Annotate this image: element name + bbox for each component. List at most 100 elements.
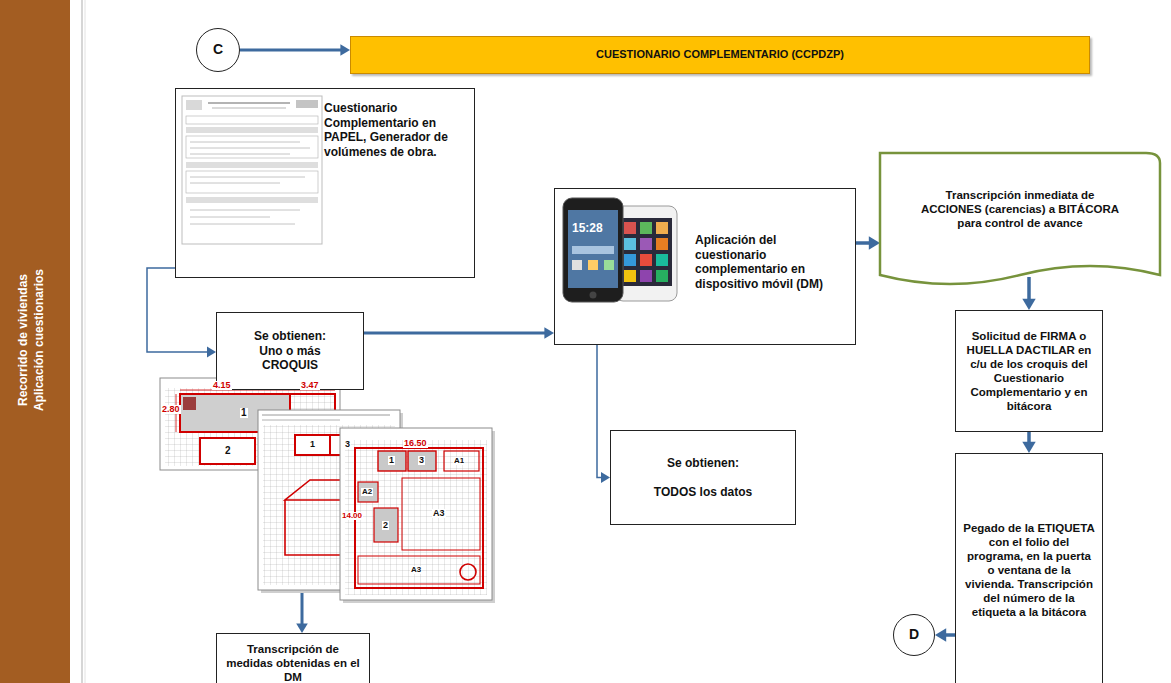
header-line — [262, 415, 390, 416]
side-band: Recorrido de viviendasAplicación cuestio… — [0, 0, 70, 683]
room-fill — [374, 508, 398, 542]
form-line — [190, 224, 295, 225]
connector-arrow — [240, 44, 350, 56]
widget — [604, 260, 614, 270]
sketch-label: 15:28 — [571, 222, 604, 234]
node-text: Transcripción inmediata de ACCIONES (car… — [920, 188, 1120, 230]
connector-circle: D — [893, 614, 935, 656]
text-group: Cuestionario Complementario en PAPEL, Ge… — [324, 101, 470, 160]
arrow-head — [601, 472, 610, 483]
form-line — [190, 148, 310, 149]
arrow-head — [544, 327, 554, 339]
text-group: Transcripción de medidas obtenidas en el… — [223, 642, 363, 683]
app-icon — [640, 254, 652, 266]
connector-arrow — [364, 327, 554, 339]
form-line — [190, 177, 305, 178]
app-icon — [624, 270, 636, 282]
phone-body — [615, 206, 677, 301]
arrow-head — [1022, 442, 1035, 453]
area-outline — [402, 478, 480, 550]
room-outline — [200, 438, 255, 464]
app-icon — [624, 254, 636, 266]
arrow-head — [935, 628, 946, 641]
text-group: Recorrido de viviendasAplicación cuestio… — [15, 130, 55, 550]
room-fill — [358, 482, 378, 502]
form-field — [186, 136, 318, 158]
arrow-head — [869, 236, 880, 249]
sketch-label: A3 — [432, 509, 446, 518]
phone-body — [563, 198, 623, 302]
node-text: Cuestionario Complementario en PAPEL, Ge… — [324, 101, 470, 160]
arrow-head — [296, 623, 308, 633]
sketch-label: 2 — [224, 446, 232, 456]
app-icon — [656, 238, 668, 250]
tank-symbol — [460, 564, 476, 580]
form-logo — [186, 100, 202, 110]
paper-sheet — [182, 96, 322, 244]
sketch-label: 16.50 — [403, 439, 428, 448]
node-text: CUESTIONARIO COMPLEMENTARIO (CCPDZP) — [596, 48, 844, 61]
connector-line — [597, 345, 604, 478]
form-line — [208, 102, 290, 104]
text-group: C — [213, 41, 223, 58]
text-group: Transcripción inmediata de ACCIONES (car… — [920, 188, 1120, 230]
document-shape: Transcripción inmediata de ACCIONES (car… — [880, 153, 1160, 293]
sketch-label: 1 — [240, 408, 248, 418]
title-banner: CUESTIONARIO COMPLEMENTARIO (CCPDZP) — [350, 36, 1090, 74]
node-text: D — [909, 626, 919, 643]
node-text: Se obtienen: — [654, 456, 752, 471]
paper-form — [182, 96, 322, 244]
sketch-label: 3 — [344, 440, 351, 449]
app-icon — [656, 222, 668, 234]
sketch-label: 1 — [309, 440, 316, 449]
arrow-head — [207, 347, 216, 358]
connector-arrow — [597, 345, 610, 483]
band-label: Aplicación cuestionarios — [31, 130, 47, 550]
form-line — [190, 183, 280, 184]
connector-line — [364, 332, 547, 335]
form-line — [190, 217, 270, 218]
form-field — [186, 171, 318, 193]
room-outline — [295, 435, 330, 455]
connector-line — [1027, 277, 1031, 302]
app-icon — [640, 222, 652, 234]
text-group: D — [909, 626, 919, 643]
sheet-shadow — [343, 431, 495, 603]
node-text: Pegado de la ETIQUETA con el folio del p… — [962, 521, 1096, 619]
process-box: Cuestionario Complementario en PAPEL, Ge… — [175, 88, 475, 278]
node-text: Uno o más CROQUIS — [242, 344, 338, 373]
node-text: C — [213, 41, 223, 58]
connector-line — [147, 268, 210, 352]
app-icon — [656, 254, 668, 266]
area-outline — [358, 556, 480, 584]
process-box: Se obtienen: TODOS los datos — [610, 430, 796, 525]
connector-arrow — [1022, 277, 1035, 310]
separator-line — [81, 0, 83, 683]
app-icon — [640, 238, 652, 250]
form-logo — [296, 100, 318, 108]
form-field — [186, 116, 318, 124]
sketch-label: A2 — [361, 488, 373, 496]
arrow-head — [1022, 299, 1035, 310]
widget — [572, 246, 614, 254]
room-fill — [378, 451, 406, 471]
header-line — [262, 420, 340, 421]
separator-line — [85, 0, 86, 683]
process-box: Solicitud de FIRMA o HUELLA DACTILAR en … — [955, 310, 1103, 432]
process-box: Aplicación del cuestionario complementar… — [554, 188, 856, 345]
sketch-label: 3 — [418, 456, 425, 465]
grid — [345, 440, 487, 595]
document-border — [880, 153, 1160, 284]
connector-arrow — [935, 628, 955, 641]
sketch-label: A1 — [453, 457, 465, 465]
connector-arrow — [147, 268, 216, 357]
sketch-label: 4.15 — [212, 381, 232, 390]
sketch-label: 1 — [388, 456, 395, 465]
process-box: Transcripción de medidas obtenidas en el… — [216, 633, 370, 683]
band-label: Recorrido de viviendas — [15, 130, 31, 550]
node-text: TODOS los datos — [654, 485, 752, 500]
node-text: Solicitud de FIRMA o HUELLA DACTILAR en … — [962, 329, 1096, 413]
sketch-label: 2.80 — [161, 405, 181, 414]
text-group: Aplicación del cuestionario complementar… — [695, 233, 850, 292]
